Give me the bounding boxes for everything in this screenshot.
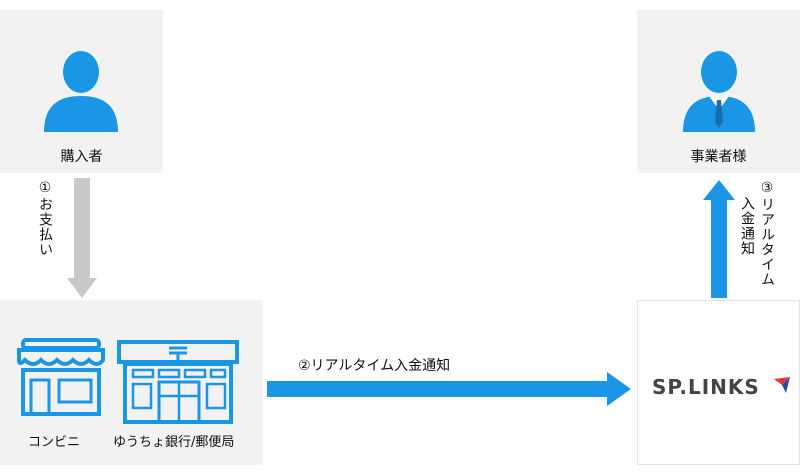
realtime-notify-label: ②リアルタイム入金通知	[298, 358, 451, 374]
payment-points-node: コンビニ ゆうちょ銀行/郵便局	[0, 300, 263, 465]
business-label: 事業者様	[690, 149, 747, 165]
post-office-icon	[117, 340, 239, 424]
convenience-store-icon	[17, 338, 105, 416]
payment-label: ①お支払い	[37, 180, 53, 257]
business-node: 事業者様	[637, 10, 800, 173]
deposit-notify-label-line1: ③リアルタイム	[759, 180, 775, 287]
buyer-node: 購入者	[0, 10, 163, 173]
buyer-label: 購入者	[60, 149, 103, 165]
splinks-logo: SP.LINKS	[652, 375, 760, 399]
realtime-notify-arrow	[267, 372, 631, 406]
logo-mark-icon	[774, 377, 790, 393]
deposit-notify-label-line2: 入金通知	[739, 196, 755, 256]
payment-arrow	[67, 178, 97, 298]
convenience-label: コンビニ	[28, 435, 81, 450]
splinks-node: SP.LINKS	[637, 300, 800, 465]
post-office-label: ゆうちょ銀行/郵便局	[113, 435, 235, 450]
person-icon	[44, 51, 118, 132]
businessman-icon	[683, 51, 755, 132]
deposit-notify-arrow	[703, 180, 735, 298]
